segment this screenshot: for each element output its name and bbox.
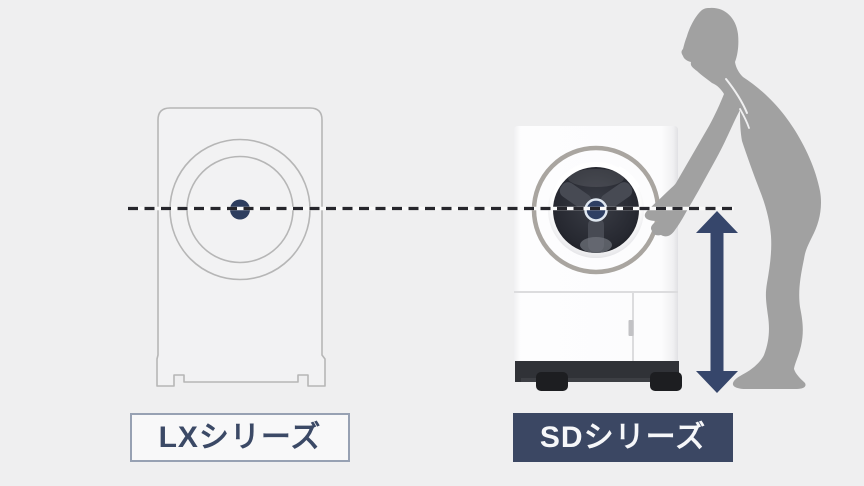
sd-drum-reflection bbox=[580, 237, 612, 253]
person-arm-gap-line bbox=[725, 78, 748, 114]
person-body bbox=[644, 7, 822, 390]
sd-right-foot bbox=[650, 372, 682, 391]
sd-base-step bbox=[521, 378, 673, 382]
lx-series-label: LXシリーズ bbox=[130, 413, 350, 462]
sd-series-label-text: SDシリーズ bbox=[539, 420, 707, 454]
sd-left-foot bbox=[536, 372, 568, 391]
sd-series-label: SDシリーズ bbox=[513, 413, 733, 462]
person-silhouette bbox=[644, 7, 822, 390]
sd-glass-top-sheen bbox=[568, 169, 624, 187]
lx-washer-outline bbox=[156, 107, 326, 387]
sd-door-highlight bbox=[618, 166, 640, 188]
lx-series-label-text: LXシリーズ bbox=[158, 420, 322, 454]
height-arrow bbox=[696, 211, 738, 393]
sd-washer-front bbox=[514, 126, 682, 391]
sd-service-door-handle bbox=[628, 320, 634, 336]
person-torso-gap-line bbox=[739, 108, 750, 129]
